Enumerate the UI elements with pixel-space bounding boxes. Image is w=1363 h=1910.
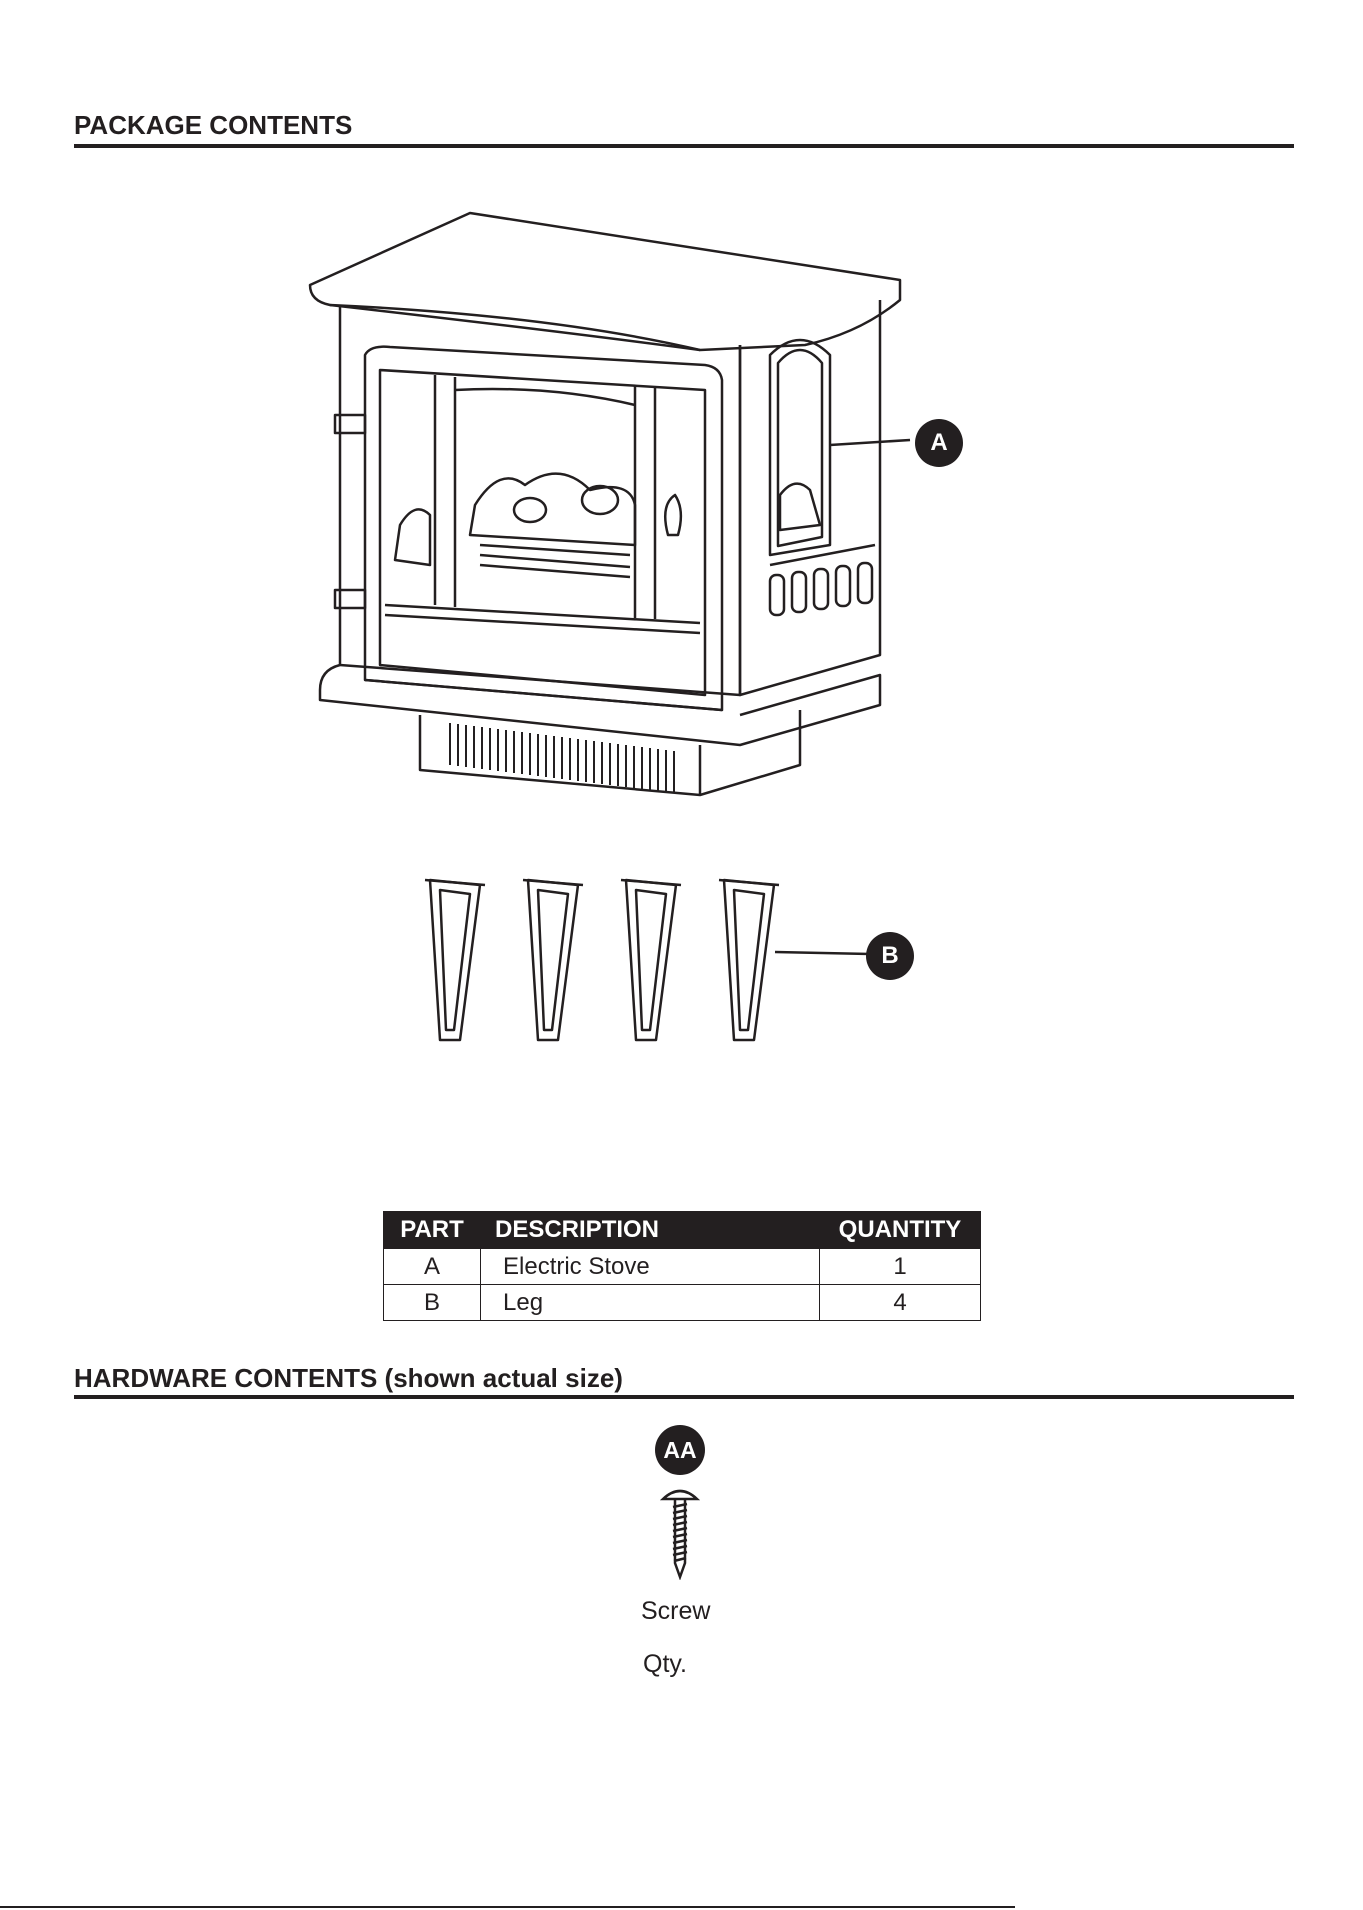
hardware-qty-label: Qty.	[643, 1650, 687, 1679]
callout-b: B	[866, 932, 914, 980]
cell-description: Electric Stove	[481, 1249, 820, 1285]
legs-illustration	[400, 870, 920, 1045]
screw-icon	[660, 1485, 700, 1580]
hardware-contents-title: HARDWARE CONTENTS (shown actual size)	[74, 1363, 623, 1394]
page-bottom-rule	[0, 1906, 1015, 1908]
callout-aa: AA	[655, 1425, 705, 1475]
hardware-name: Screw	[641, 1597, 710, 1626]
parts-table: PART DESCRIPTION QUANTITY A Electric Sto…	[383, 1211, 981, 1321]
package-contents-title: PACKAGE CONTENTS	[74, 110, 352, 141]
cell-description: Leg	[481, 1285, 820, 1321]
cell-part: A	[384, 1249, 481, 1285]
cell-quantity: 1	[820, 1249, 981, 1285]
package-contents-rule	[74, 144, 1294, 148]
table-row: B Leg 4	[384, 1285, 981, 1321]
parts-table-header: PART DESCRIPTION QUANTITY	[384, 1212, 981, 1249]
table-row: A Electric Stove 1	[384, 1249, 981, 1285]
callout-a: A	[915, 419, 963, 467]
cell-part: B	[384, 1285, 481, 1321]
header-quantity: QUANTITY	[820, 1212, 981, 1249]
hardware-contents-rule	[74, 1395, 1294, 1399]
cell-quantity: 4	[820, 1285, 981, 1321]
header-description: DESCRIPTION	[481, 1212, 820, 1249]
electric-stove-illustration	[300, 205, 920, 835]
header-part: PART	[384, 1212, 481, 1249]
